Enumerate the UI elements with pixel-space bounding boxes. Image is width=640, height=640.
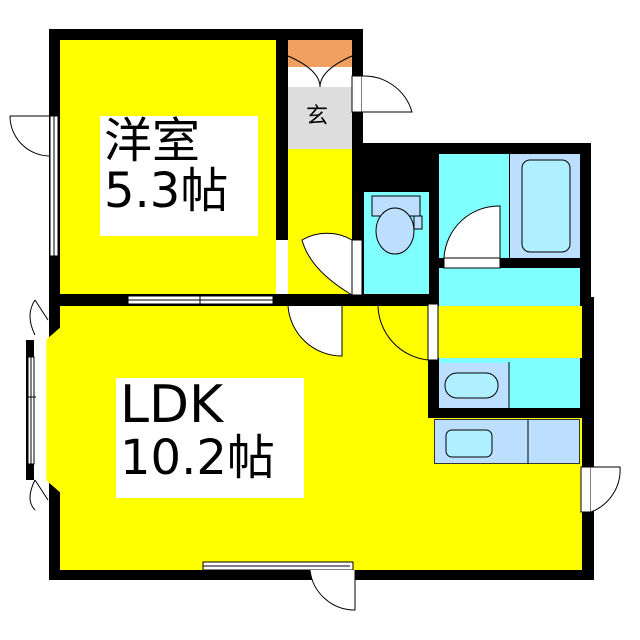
room-name-western: 洋室 <box>104 113 201 169</box>
door-swing-washroom <box>377 303 429 361</box>
bay-window-casements <box>29 299 49 511</box>
entrance-double-door <box>287 55 353 88</box>
toilet-bowl <box>375 207 415 255</box>
room-size-ldk: 10.2帖 <box>120 429 275 486</box>
room-name-ldk: LDK <box>120 375 224 435</box>
label-western-room: 洋室 5.3帖 <box>100 116 258 236</box>
label-entrance: 玄 <box>306 104 329 129</box>
door-swing-bathroom <box>443 205 501 259</box>
door-swing-western-balcony <box>9 115 51 157</box>
washbasin <box>444 372 499 399</box>
door-swing-ldk-hall <box>287 305 343 357</box>
entrance-floor <box>288 87 352 149</box>
door-swing-ldk-bottom <box>309 569 356 611</box>
shoe-cabinet <box>288 40 352 67</box>
bathtub <box>521 159 571 253</box>
label-ldk: LDK 10.2帖 <box>116 378 304 498</box>
door-swing-hall-toilet <box>301 232 353 296</box>
door-gap-hall-western <box>276 240 288 294</box>
ldk-bay <box>46 326 62 494</box>
entrance-step <box>288 67 352 87</box>
door-swing-ldk-right <box>590 466 621 513</box>
kitchen-sink <box>445 429 493 458</box>
room-size-western: 5.3帖 <box>104 163 229 220</box>
door-swing-entrance <box>361 75 413 113</box>
